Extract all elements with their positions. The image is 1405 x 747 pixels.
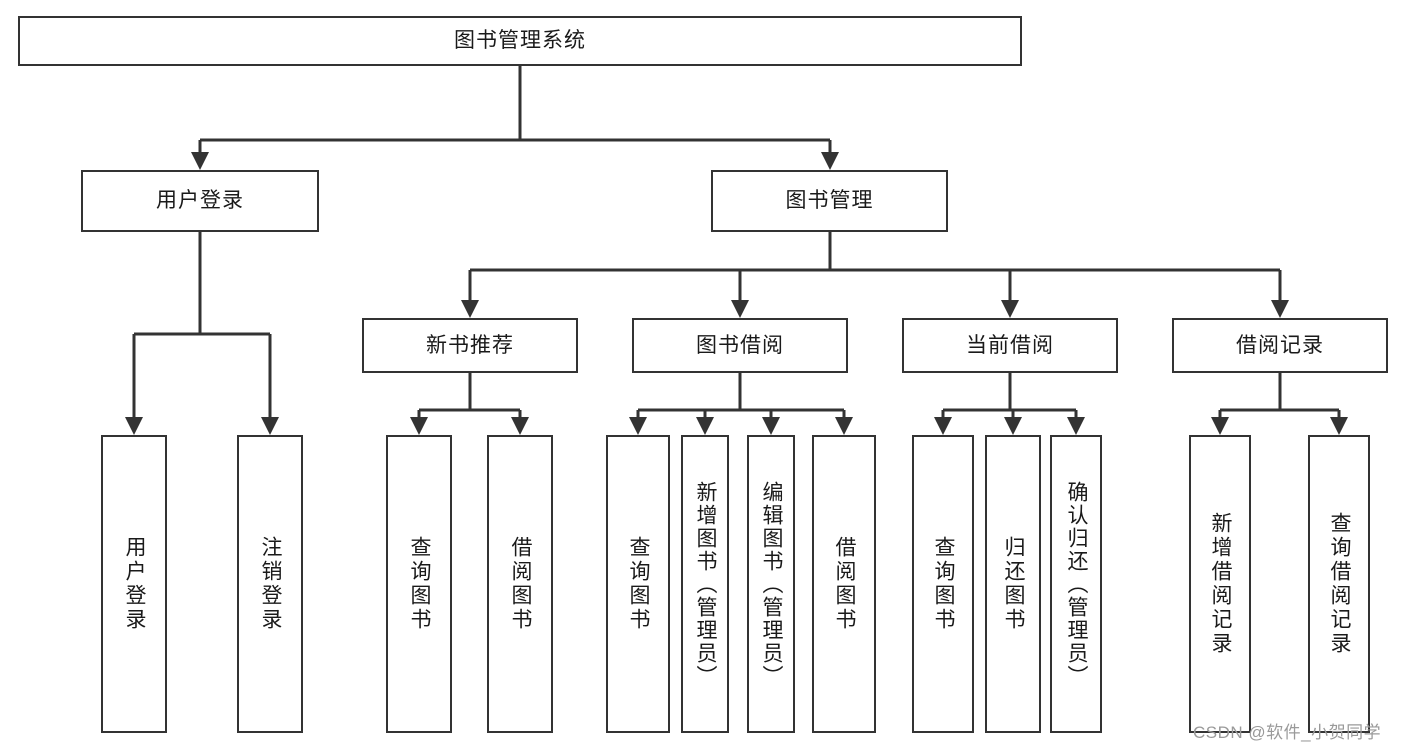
node-leaf-0: 用户登录 <box>101 435 167 733</box>
arrow-head <box>1067 417 1085 435</box>
node-level3-1: 图书借阅 <box>632 318 848 373</box>
node-leaf-4: 查询图书 <box>606 435 670 733</box>
node-leaf-7: 借阅图书 <box>812 435 876 733</box>
arrow-head <box>1271 300 1289 318</box>
arrow-head <box>1211 417 1229 435</box>
node-leaf-10: 确认归还（管理员） <box>1050 435 1102 733</box>
arrow-head <box>731 300 749 318</box>
node-leaf-12: 查询借阅记录 <box>1308 435 1370 733</box>
arrow-head <box>125 417 143 435</box>
node-root-system: 图书管理系统 <box>18 16 1022 66</box>
arrow-head <box>1330 417 1348 435</box>
arrow-head <box>410 417 428 435</box>
arrow-head <box>511 417 529 435</box>
node-leaf-5: 新增图书（管理员） <box>681 435 729 733</box>
node-level2-0: 用户登录 <box>81 170 319 232</box>
arrow-head <box>762 417 780 435</box>
node-level3-2: 当前借阅 <box>902 318 1118 373</box>
node-leaf-3: 借阅图书 <box>487 435 553 733</box>
node-level3-0: 新书推荐 <box>362 318 578 373</box>
node-leaf-1: 注销登录 <box>237 435 303 733</box>
arrow-head <box>461 300 479 318</box>
node-leaf-9: 归还图书 <box>985 435 1041 733</box>
arrow-head <box>629 417 647 435</box>
node-leaf-8: 查询图书 <box>912 435 974 733</box>
node-leaf-2: 查询图书 <box>386 435 452 733</box>
node-level2-1: 图书管理 <box>711 170 948 232</box>
node-leaf-11: 新增借阅记录 <box>1189 435 1251 733</box>
arrow-head <box>835 417 853 435</box>
arrow-head <box>1001 300 1019 318</box>
watermark-label: CSDN @软件_小贺同学 <box>1193 723 1382 742</box>
arrow-head <box>261 417 279 435</box>
node-level3-3: 借阅记录 <box>1172 318 1388 373</box>
arrow-head <box>934 417 952 435</box>
arrow-head <box>696 417 714 435</box>
arrow-head <box>191 152 209 170</box>
node-leaf-6: 编辑图书（管理员） <box>747 435 795 733</box>
arrow-head <box>1004 417 1022 435</box>
arrow-head <box>821 152 839 170</box>
